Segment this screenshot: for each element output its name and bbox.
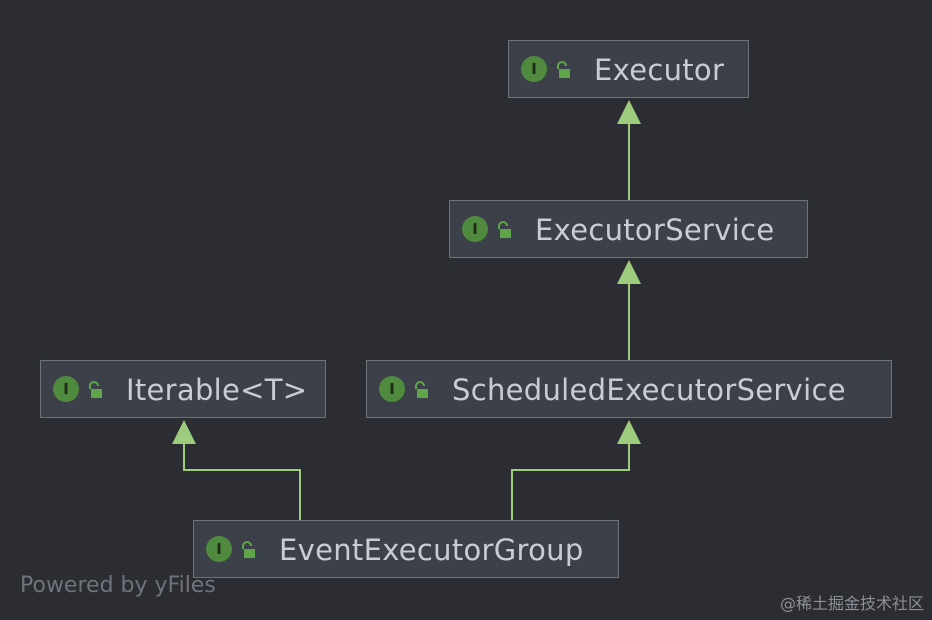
node-scheduled-executor-service[interactable]: I ScheduledExecutorService	[366, 360, 892, 418]
interface-icon: I	[53, 376, 79, 402]
edge-eventgroup-to-scheduled	[511, 440, 630, 520]
node-label: Executor	[594, 53, 725, 87]
node-label: ScheduledExecutorService	[452, 373, 846, 407]
arrowhead-iterable	[172, 420, 196, 444]
watermark: @稀土掘金技术社区	[779, 594, 924, 613]
arrowhead-executor	[617, 100, 641, 124]
interface-icon: I	[462, 216, 488, 242]
lock-open-icon	[242, 541, 255, 558]
arrowhead-executorservice	[617, 260, 641, 284]
lock-open-icon	[415, 381, 428, 398]
lock-open-icon	[89, 381, 102, 398]
node-executor[interactable]: I Executor	[508, 40, 749, 98]
node-event-executor-group[interactable]: I EventExecutorGroup	[193, 520, 619, 578]
node-iterable[interactable]: I Iterable<T>	[40, 360, 326, 418]
arrowhead-scheduled	[617, 420, 641, 444]
lock-open-icon	[557, 61, 570, 78]
node-label: EventExecutorGroup	[279, 533, 584, 567]
node-executor-service[interactable]: I ExecutorService	[449, 200, 808, 258]
powered-by-footer: Powered by yFiles	[20, 573, 216, 598]
node-label: ExecutorService	[535, 213, 775, 247]
interface-icon: I	[379, 376, 405, 402]
lock-open-icon	[498, 221, 511, 238]
node-label: Iterable<T>	[126, 373, 308, 407]
interface-icon: I	[521, 56, 547, 82]
edge-eventgroup-to-iterable	[183, 440, 301, 520]
interface-icon: I	[206, 536, 232, 562]
